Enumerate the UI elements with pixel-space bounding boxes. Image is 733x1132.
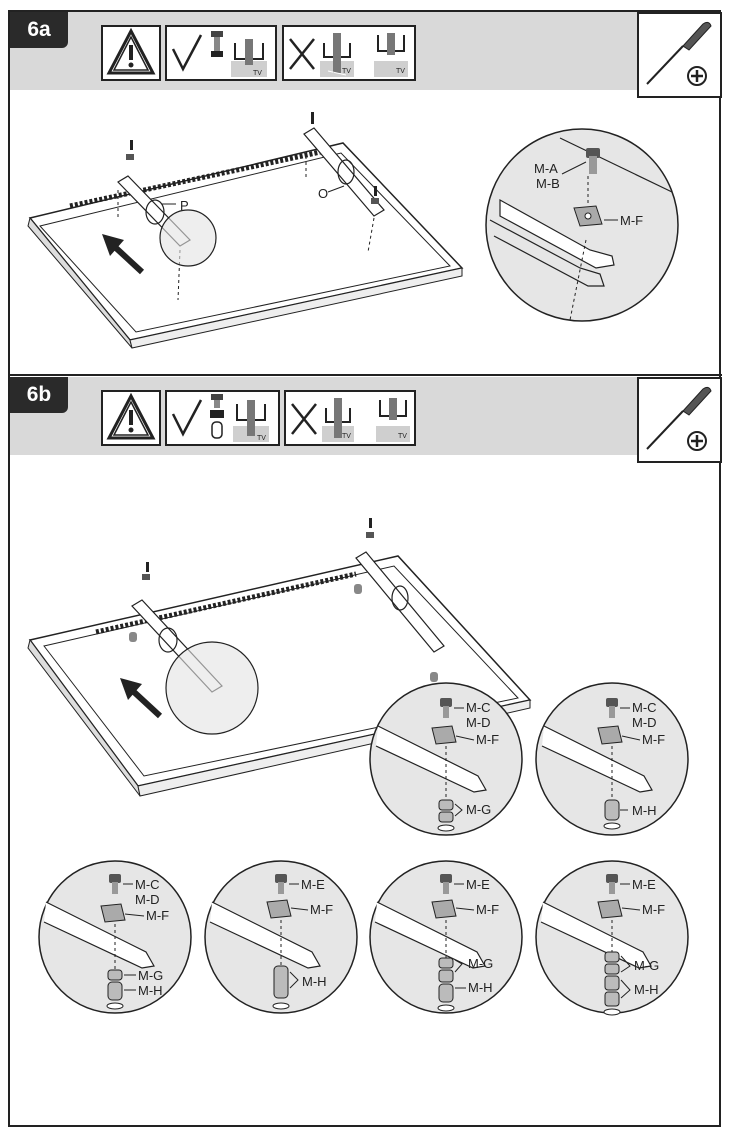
hardware-circle-5: M-E M-F M-G M-H (369, 860, 523, 1014)
tool-box-6b (637, 377, 722, 463)
incorrect-usage-box-6b: TV TV (284, 390, 416, 446)
phillips-screwdriver-icon (646, 386, 712, 451)
step-6a-diagram: P O M-A M-B M-F (27, 112, 679, 349)
too-short-screw-icon: TV (376, 398, 410, 442)
svg-text:M-D: M-D (135, 892, 160, 907)
warning-triangle-icon (106, 392, 156, 440)
svg-text:M-E: M-E (632, 877, 656, 892)
right-bracket-6a: O (303, 112, 385, 253)
hardware-circle-6: M-E M-F M-G M-H (535, 860, 689, 1016)
svg-text:M-G: M-G (634, 958, 659, 973)
checkmark-icon (171, 399, 203, 437)
svg-text:M-H: M-H (138, 983, 163, 998)
warning-box (101, 25, 161, 81)
svg-text:M-C: M-C (135, 877, 160, 892)
tv-bracket-icon: TV (233, 400, 269, 442)
too-short-screw-icon: TV (374, 33, 408, 77)
cross-icon (291, 403, 317, 435)
hardware-circle-2: M-C M-D M-F M-H (535, 682, 689, 836)
svg-text:TV: TV (257, 435, 266, 442)
svg-text:M-H: M-H (468, 980, 493, 995)
checkmark-icon (171, 34, 203, 72)
callout-circle-6a: M-A M-B M-F (485, 128, 679, 322)
svg-text:P: P (180, 198, 189, 213)
svg-text:M-A: M-A (534, 161, 558, 176)
correct-usage-box-6b: TV (165, 390, 280, 446)
svg-text:TV: TV (342, 433, 351, 440)
hardware-circle-1: M-C M-D M-F M-G (369, 682, 523, 836)
svg-text:M-C: M-C (466, 700, 491, 715)
svg-text:M-F: M-F (310, 902, 333, 917)
svg-text:M-H: M-H (632, 803, 657, 818)
svg-text:M-D: M-D (632, 715, 657, 730)
svg-text:M-H: M-H (634, 982, 659, 997)
svg-text:O: O (318, 186, 328, 201)
svg-text:TV: TV (398, 433, 407, 440)
phillips-screwdriver-icon (646, 21, 712, 86)
right-bracket-6b (354, 518, 445, 682)
svg-text:TV: TV (253, 70, 262, 77)
incorrect-usage-box: TV TV (282, 25, 416, 81)
svg-text:TV: TV (396, 68, 405, 75)
step-6b-badge: 6b (10, 377, 68, 413)
warning-box-6b (101, 390, 161, 446)
svg-text:TV: TV (342, 68, 351, 75)
svg-text:M-B: M-B (536, 176, 560, 191)
hardware-circle-3: M-C M-D M-F M-G M-H (38, 860, 192, 1014)
svg-text:M-E: M-E (466, 877, 490, 892)
correct-usage-box: TV (165, 25, 277, 81)
svg-text:M-C: M-C (632, 700, 657, 715)
screw-icon (211, 31, 223, 57)
svg-text:M-D: M-D (466, 715, 491, 730)
svg-text:M-F: M-F (620, 213, 643, 228)
direction-arrow (102, 234, 145, 275)
svg-text:M-F: M-F (476, 732, 499, 747)
svg-text:M-G: M-G (138, 968, 163, 983)
hardware-circle-4: M-E M-F M-H (204, 860, 358, 1014)
svg-text:M-H: M-H (302, 974, 327, 989)
svg-text:M-F: M-F (642, 902, 665, 917)
svg-text:M-F: M-F (476, 902, 499, 917)
direction-arrow-6b (120, 678, 163, 719)
section-divider (10, 374, 722, 376)
cross-icon (289, 38, 315, 70)
svg-text:M-G: M-G (466, 802, 491, 817)
warning-triangle-icon (106, 27, 156, 75)
too-long-screw-icon: TV (322, 398, 354, 442)
tool-box (637, 12, 722, 98)
screw-spacer-icon (210, 394, 224, 439)
detail-zoom-circle-6b (165, 641, 259, 735)
step-6a-badge: 6a (10, 12, 68, 48)
tv-bracket-icon: TV (231, 39, 267, 77)
detail-zoom-circle-6a (159, 209, 217, 267)
svg-text:M-F: M-F (642, 732, 665, 747)
too-long-screw-icon: TV (320, 33, 354, 77)
svg-text:M-G: M-G (468, 956, 493, 971)
svg-text:M-E: M-E (301, 877, 325, 892)
svg-text:M-F: M-F (146, 908, 169, 923)
